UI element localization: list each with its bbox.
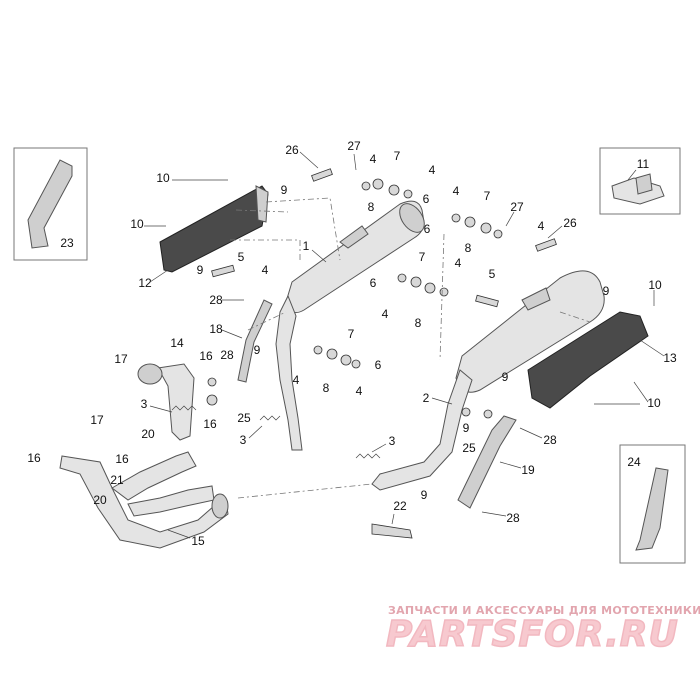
callout-24: 24 — [627, 455, 641, 469]
oxygen-sensor — [371, 523, 413, 539]
hanger-bracket-18 — [237, 299, 273, 383]
callout-26: 26 — [285, 143, 299, 157]
callout-16: 16 — [203, 417, 217, 431]
header-pipes — [59, 451, 229, 549]
callout-20: 20 — [93, 493, 107, 507]
detail-box-bracket-23 — [13, 147, 88, 261]
callout-27: 27 — [510, 200, 524, 214]
callout-8: 8 — [415, 316, 422, 330]
callout-4: 4 — [293, 373, 300, 387]
watermark-logo: PARTSFOR.RU — [385, 613, 679, 656]
callout-11: 11 — [637, 157, 650, 171]
callout-20: 20 — [141, 427, 155, 441]
callout-9: 9 — [463, 421, 470, 435]
callout-19: 19 — [521, 463, 535, 477]
hardware — [206, 168, 557, 419]
callout-6: 6 — [370, 276, 377, 290]
callout-28: 28 — [543, 433, 557, 447]
callout-6: 6 — [375, 358, 382, 372]
callout-17: 17 — [90, 413, 104, 427]
callout-3: 3 — [389, 434, 396, 448]
callout-15: 15 — [191, 534, 205, 548]
callout-10: 10 — [156, 171, 170, 185]
callout-4: 4 — [453, 184, 460, 198]
callout-9: 9 — [281, 183, 288, 197]
callout-6: 6 — [424, 222, 431, 236]
callout-8: 8 — [465, 241, 472, 255]
callout-21: 21 — [110, 473, 124, 487]
callout-17: 17 — [114, 352, 128, 366]
callout-5: 5 — [238, 250, 245, 264]
callout-14: 14 — [170, 336, 184, 350]
callout-26: 26 — [563, 216, 577, 230]
callout-4: 4 — [538, 219, 545, 233]
callout-10: 10 — [130, 217, 144, 231]
callout-7: 7 — [484, 189, 491, 203]
callout-labels: 1 2 3 3 3 4 4 4 4 4 4 4 4 4 5 5 6 6 6 6 … — [27, 139, 677, 548]
callout-28: 28 — [220, 348, 234, 362]
heat-shield-right — [527, 311, 649, 409]
callout-18: 18 — [209, 322, 223, 336]
callout-4: 4 — [429, 163, 436, 177]
callout-10: 10 — [648, 278, 662, 292]
callout-9: 9 — [197, 263, 204, 277]
callout-4: 4 — [382, 307, 389, 321]
callout-8: 8 — [323, 381, 330, 395]
callout-25: 25 — [462, 441, 476, 455]
callout-7: 7 — [419, 250, 426, 264]
callout-9: 9 — [421, 488, 428, 502]
callout-4: 4 — [262, 263, 269, 277]
springs — [171, 405, 381, 459]
callout-5: 5 — [489, 267, 496, 281]
callout-16: 16 — [199, 349, 213, 363]
callout-7: 7 — [348, 327, 355, 341]
callout-4: 4 — [455, 256, 462, 270]
link-pipe-right — [371, 369, 473, 491]
callout-28: 28 — [506, 511, 520, 525]
callout-28: 28 — [209, 293, 223, 307]
muffler-left — [285, 200, 425, 314]
callout-4: 4 — [356, 384, 363, 398]
detail-box-clip-11 — [599, 147, 681, 215]
callout-9: 9 — [254, 343, 261, 357]
callout-9: 9 — [502, 370, 509, 384]
callout-16: 16 — [27, 451, 41, 465]
callout-12: 12 — [138, 276, 152, 290]
callout-3: 3 — [141, 397, 148, 411]
callout-22: 22 — [393, 499, 407, 513]
callout-3: 3 — [240, 433, 247, 447]
callout-13: 13 — [663, 351, 677, 365]
callout-16: 16 — [115, 452, 129, 466]
link-pipe-left — [275, 294, 303, 451]
watermark-tagline: ЗАПЧАСТИ И АКСЕССУАРЫ ДЛЯ МОТОТЕХНИКИ — [388, 604, 700, 617]
callout-8: 8 — [368, 200, 375, 214]
callout-4: 4 — [370, 152, 377, 166]
callout-6: 6 — [423, 192, 430, 206]
alignment-lines — [230, 197, 591, 499]
callout-23: 23 — [60, 236, 74, 250]
callout-25: 25 — [237, 411, 251, 425]
leader-lines — [144, 151, 665, 539]
heat-shield-left — [159, 185, 269, 273]
callout-9: 9 — [603, 284, 610, 298]
callout-2: 2 — [423, 391, 430, 405]
callout-1: 1 — [303, 239, 310, 253]
callout-10: 10 — [647, 396, 661, 410]
collector-elbow — [137, 363, 195, 441]
hanger-bracket-19 — [457, 415, 517, 509]
callout-27: 27 — [347, 139, 361, 153]
callout-7: 7 — [394, 149, 401, 163]
detail-box-bracket-24 — [619, 444, 686, 564]
